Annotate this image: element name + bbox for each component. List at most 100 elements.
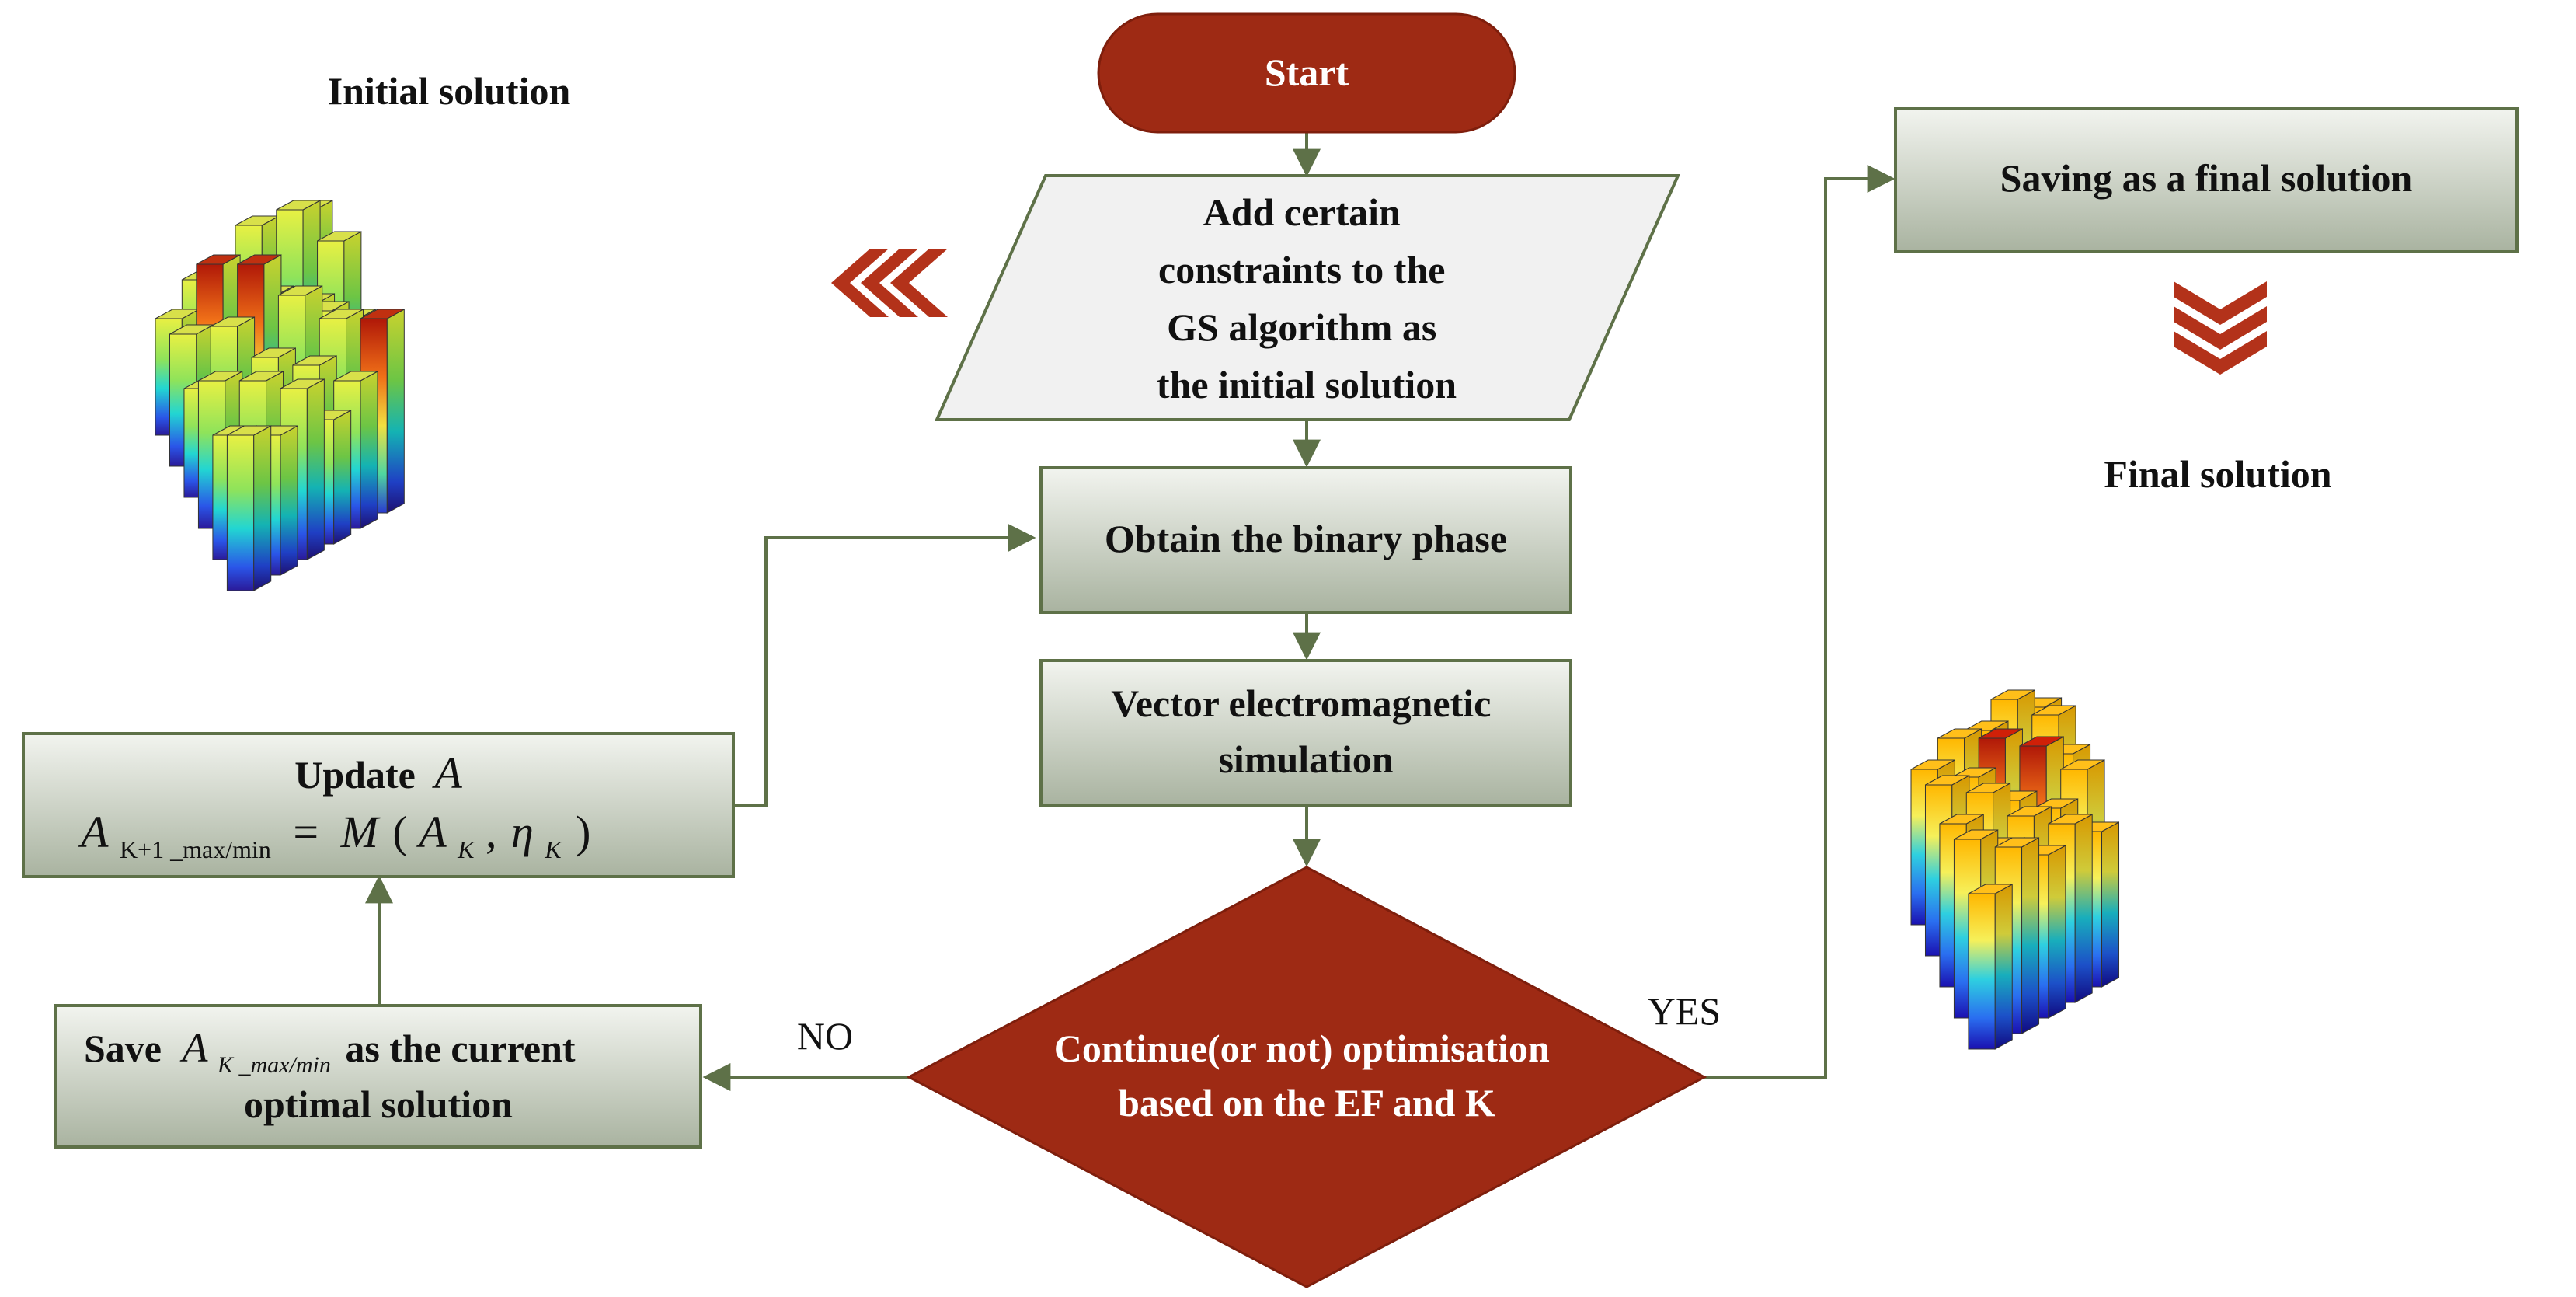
save-current-line1: Save A K _max/min as the current (84, 1024, 576, 1081)
bar-face (226, 434, 255, 591)
bar-top (319, 309, 364, 319)
binary-phase-label: Obtain the binary phase (1105, 517, 1507, 560)
final-solution-bars (1910, 689, 2120, 1050)
connector-update-to-binary (733, 524, 1036, 807)
bar-top (239, 371, 284, 382)
bar-top (360, 309, 405, 319)
bar-side (2101, 821, 2120, 988)
bar-top (1964, 720, 2009, 731)
simulation-text: Vector electromagnetic simulation (1111, 682, 1501, 781)
input-line: Add certain (1203, 190, 1401, 234)
final-solution-box[interactable]: Saving as a final solution (1894, 107, 2519, 253)
initial-solution-bars (155, 200, 405, 591)
start-label: Start (1265, 51, 1349, 94)
initial-solution-plot: Initial solution (155, 69, 570, 591)
bar-side (253, 425, 272, 591)
bar-side (2048, 845, 2066, 1019)
yes-label: YES (1648, 989, 1721, 1033)
bar-side (2021, 837, 2040, 1034)
update-formula: A K+1 _max/min = M ( A K , η K ) (78, 807, 590, 868)
bar-top (276, 200, 321, 211)
formula-arg1: A (416, 807, 447, 857)
bar-top (1978, 728, 2023, 739)
save-current-line2: optimal solution (244, 1083, 513, 1126)
bar-top (1954, 829, 1998, 840)
update-symbol: A (431, 748, 462, 798)
formula-lhs-subscript: K+1 _max/min (120, 835, 271, 863)
save-suffix: as the current (345, 1027, 576, 1070)
bar-top (237, 254, 282, 265)
save-current-box[interactable]: Save A K _max/min as the current optimal… (54, 1004, 702, 1149)
formula-arg2-sub: K (544, 835, 562, 863)
bar-side (280, 425, 298, 576)
bar-top (2048, 814, 2093, 825)
final-solution-plot: Final solution (1910, 452, 2332, 1050)
bar-top (1968, 884, 2013, 894)
bar-side (333, 410, 352, 545)
bar-top (1925, 775, 1970, 786)
bar-top (227, 425, 271, 436)
connector-decision-yes (1704, 165, 1895, 1079)
triple-chevron-left-icon (831, 249, 948, 317)
decision-text: Continue(or not) optimisation based on t… (1054, 1027, 1560, 1124)
bar-top (198, 371, 242, 382)
final-solution-title: Final solution (2104, 452, 2331, 496)
no-label: NO (797, 1014, 853, 1058)
formula-arg1-sub: K (457, 835, 475, 863)
input-line: GS algorithm as (1167, 305, 1436, 349)
formula-equals: = (293, 807, 319, 857)
formula-comma: , (486, 807, 497, 857)
formula-lhs: A (78, 807, 109, 857)
bar-top (1995, 837, 2039, 848)
bar-top (2060, 759, 2105, 770)
input-line: constraints to the (1158, 248, 1445, 291)
formula-close: ) (576, 807, 590, 857)
initial-solution-title: Initial solution (328, 69, 571, 113)
final-solution-label: Saving as a final solution (2000, 156, 2413, 200)
formula-arg2: η (511, 807, 534, 857)
bar-top (196, 254, 241, 265)
triple-chevron-down-icon (2174, 281, 2267, 375)
bar-top (317, 231, 362, 242)
update-line1: Update A (294, 748, 462, 798)
bar-top (251, 347, 296, 358)
bar-top (280, 378, 325, 389)
bar-top (2034, 798, 2078, 809)
binary-phase-box[interactable]: Obtain the binary phase (1039, 466, 1572, 614)
bar-top (1966, 783, 2010, 793)
simulation-line: Vector electromagnetic (1111, 682, 1491, 725)
bar-top (1990, 689, 2035, 700)
bar-top (2031, 705, 2076, 716)
bar-top (1939, 814, 1984, 825)
bar-top (2007, 806, 2052, 817)
bar-side (1994, 884, 2013, 1050)
bar-top (211, 316, 255, 327)
bar-face (1968, 893, 1996, 1050)
bar-top (2019, 736, 2064, 747)
input-parallelogram[interactable]: Add certain constraints to the GS algori… (934, 174, 1681, 421)
bar-top (292, 355, 337, 366)
start-node[interactable]: Start (1097, 12, 1516, 134)
formula-open: ( (392, 807, 407, 857)
bar-side (2074, 814, 2093, 1003)
bar-top (1951, 767, 1996, 778)
bar-side (360, 371, 378, 529)
bar-side (306, 378, 325, 560)
input-text: Add certain constraints to the GS algori… (1157, 190, 1457, 406)
input-line: the initial solution (1157, 363, 1457, 406)
decision-line: Continue(or not) optimisation (1054, 1027, 1550, 1070)
bar-top (1937, 728, 1982, 739)
simulation-box[interactable]: Vector electromagnetic simulation (1039, 659, 1572, 807)
formula-func: M (340, 807, 381, 857)
connectors (365, 132, 1895, 1091)
bar-top (333, 371, 378, 382)
decision-line: based on the EF and K (1118, 1081, 1495, 1124)
bar-top (1910, 759, 1955, 770)
bar-top (278, 285, 322, 296)
update-word: Update (294, 753, 416, 797)
simulation-line: simulation (1218, 737, 1393, 781)
update-box[interactable]: Update A A K+1 _max/min = M ( A K , η K … (22, 732, 735, 878)
save-prefix: Save (84, 1027, 162, 1070)
decision-diamond[interactable]: Continue(or not) optimisation based on t… (906, 866, 1707, 1288)
